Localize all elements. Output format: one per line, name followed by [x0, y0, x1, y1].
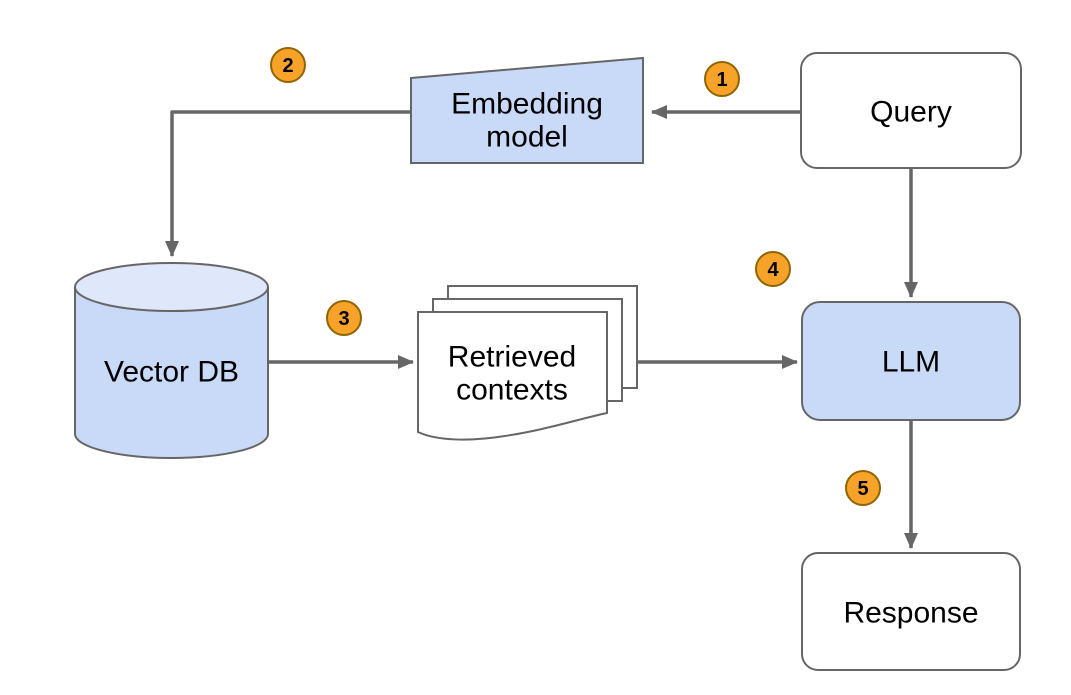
node-query: Query: [800, 52, 1022, 169]
query-label: Query: [870, 96, 952, 129]
retrieved-contexts-label-line2: contexts: [456, 374, 568, 407]
step-badge-2-circle: [270, 47, 306, 83]
contexts-sheet-front: [417, 311, 608, 441]
step-badges: 1 2 3 4 5: [270, 47, 881, 506]
node-vector-db: Vector DB: [74, 262, 269, 459]
step-badge-4-number: 4: [767, 259, 779, 281]
step-badge-2-number: 2: [282, 55, 293, 77]
llm-box: [801, 301, 1021, 421]
step-badge-2: 2: [270, 47, 306, 83]
step-badge-5: 5: [845, 470, 881, 506]
edges: [165, 105, 918, 549]
llm-label: LLM: [882, 346, 940, 379]
step-badge-1-circle: [704, 61, 740, 97]
step-badge-4-circle: [755, 251, 791, 287]
step-badge-5-number: 5: [857, 478, 868, 500]
node-retrieved-contexts: Retrieved contexts: [417, 285, 638, 441]
vector-db-label: Vector DB: [104, 356, 239, 389]
step-badge-3-number: 3: [338, 308, 349, 330]
response-box: [801, 552, 1021, 671]
embedding-model-shape: [410, 56, 644, 164]
step-badge-3: 3: [326, 300, 362, 336]
vector-db-cylinder-top: [74, 262, 269, 312]
node-llm: LLM: [801, 301, 1021, 421]
step-badge-3-circle: [326, 300, 362, 336]
step-badge-1: 1: [704, 61, 740, 97]
retrieved-contexts-label-line1: Retrieved: [448, 341, 576, 374]
edge-embedding-to-vectordb-arrow: [165, 110, 411, 257]
step-badge-5-circle: [845, 470, 881, 506]
query-box: [800, 52, 1022, 169]
vector-db-cylinder-body: [74, 287, 269, 459]
response-label: Response: [843, 597, 978, 630]
embedding-model-label-line2: model: [486, 121, 568, 154]
step-badge-1-number: 1: [716, 69, 727, 91]
node-embedding-model: Embedding model: [410, 56, 644, 164]
step-badge-4: 4: [755, 251, 791, 287]
embedding-model-label-line1: Embedding: [451, 88, 603, 121]
node-response: Response: [801, 552, 1021, 671]
